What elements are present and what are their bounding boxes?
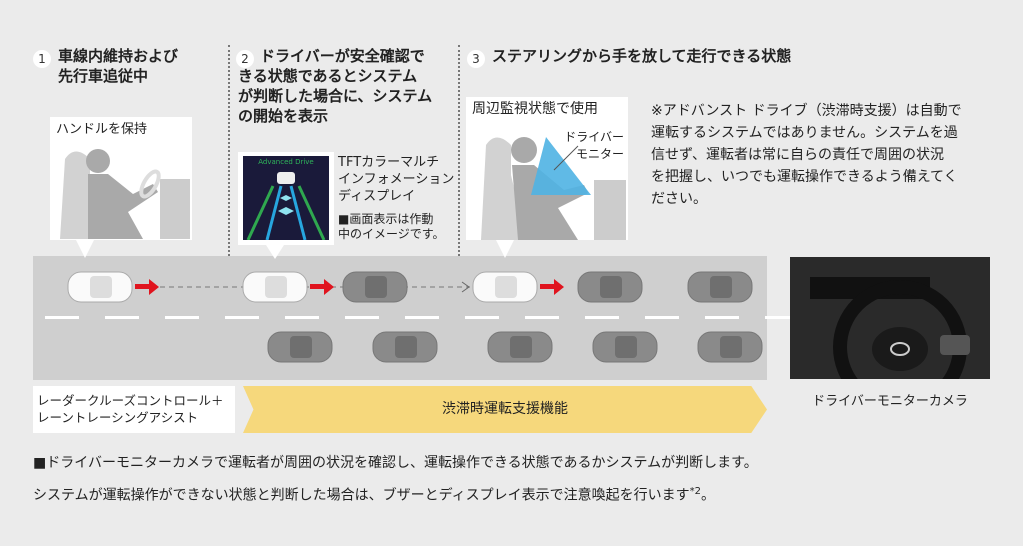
step-2-number: 2 xyxy=(236,50,254,68)
panel-pointer xyxy=(266,245,284,259)
lane-marking xyxy=(45,316,79,319)
red-arrow xyxy=(135,284,151,289)
traffic-jam-assist-bar: 渋滞時運転支援機能 xyxy=(243,386,767,433)
chevron-arrow xyxy=(461,281,470,293)
step-2-title-rest: きる状態であるとシステムが判断した場合に、システムの開始を表示 xyxy=(238,67,433,125)
lta-acc-bar: レーダークルーズコントロール＋レーントレーシングアシスト xyxy=(33,386,235,433)
other-car xyxy=(697,331,763,363)
step-1-title: 車線内維持および先行車追従中 xyxy=(58,47,179,85)
lane-marking xyxy=(405,316,439,319)
lane-marking xyxy=(465,316,499,319)
hands-on-panel: ハンドルを保持 xyxy=(50,117,192,240)
camera-caption: ドライバーモニターカメラ xyxy=(812,394,968,409)
lane-marking xyxy=(105,316,139,319)
hands-off-panel: 周辺監視状態で使用 ドライバーモニター xyxy=(466,97,628,240)
disclaimer: ※アドバンスト ドライブ（渋滞時支援）は自動で運転するシステムではありません。シ… xyxy=(651,103,962,207)
display-note: ■画面表示は作動中のイメージです。 xyxy=(338,212,445,241)
red-arrow-head xyxy=(324,279,334,295)
note-1: ■ドライバーモニターカメラで運転者が周囲の状況を確認し、運転操作できる状態である… xyxy=(33,455,758,471)
panel-pointer xyxy=(496,240,514,258)
display-panel: Advanced Drive xyxy=(238,152,334,245)
driver-monitor-camera-photo xyxy=(790,257,990,379)
lane-marking xyxy=(525,316,559,319)
lane-marking xyxy=(165,316,199,319)
divider xyxy=(228,45,230,380)
lane-marking xyxy=(765,316,799,319)
other-car xyxy=(342,271,408,303)
other-car xyxy=(592,331,658,363)
step-3-number: 3 xyxy=(467,50,485,68)
other-car xyxy=(372,331,438,363)
other-car xyxy=(267,331,333,363)
divider xyxy=(458,45,460,380)
lane-marking xyxy=(285,316,319,319)
lane-marking xyxy=(705,316,739,319)
red-arrow-head xyxy=(149,279,159,295)
tft-display-screen xyxy=(243,156,329,240)
panel-pointer xyxy=(76,240,94,258)
ego-car xyxy=(67,271,133,303)
other-car xyxy=(687,271,753,303)
driver-monitor-illustration xyxy=(481,137,626,240)
lane-marking xyxy=(585,316,619,319)
red-arrow xyxy=(310,284,326,289)
step-2-title: ドライバーが安全確認で xyxy=(260,47,425,65)
tft-display-label: TFTカラーマルチインフォメーションディスプレイ xyxy=(338,155,455,204)
lane-marking xyxy=(225,316,259,319)
step-1-number: 1 xyxy=(33,50,51,68)
lane-marking xyxy=(645,316,679,319)
lane-marking xyxy=(345,316,379,319)
other-car xyxy=(487,331,553,363)
red-arrow-head xyxy=(554,279,564,295)
note-2: システムが運転操作ができない状態と判断した場合は、ブザーとディスプレイ表示で注意… xyxy=(33,486,715,504)
ego-car xyxy=(242,271,308,303)
step-3-title: ステアリングから手を放して走行できる状態 xyxy=(492,47,792,65)
ego-car xyxy=(472,271,538,303)
red-arrow xyxy=(540,284,556,289)
driver-monitor-label: ドライバーモニター xyxy=(564,130,624,161)
driver-holding-wheel-illustration xyxy=(60,149,190,239)
other-car xyxy=(577,271,643,303)
